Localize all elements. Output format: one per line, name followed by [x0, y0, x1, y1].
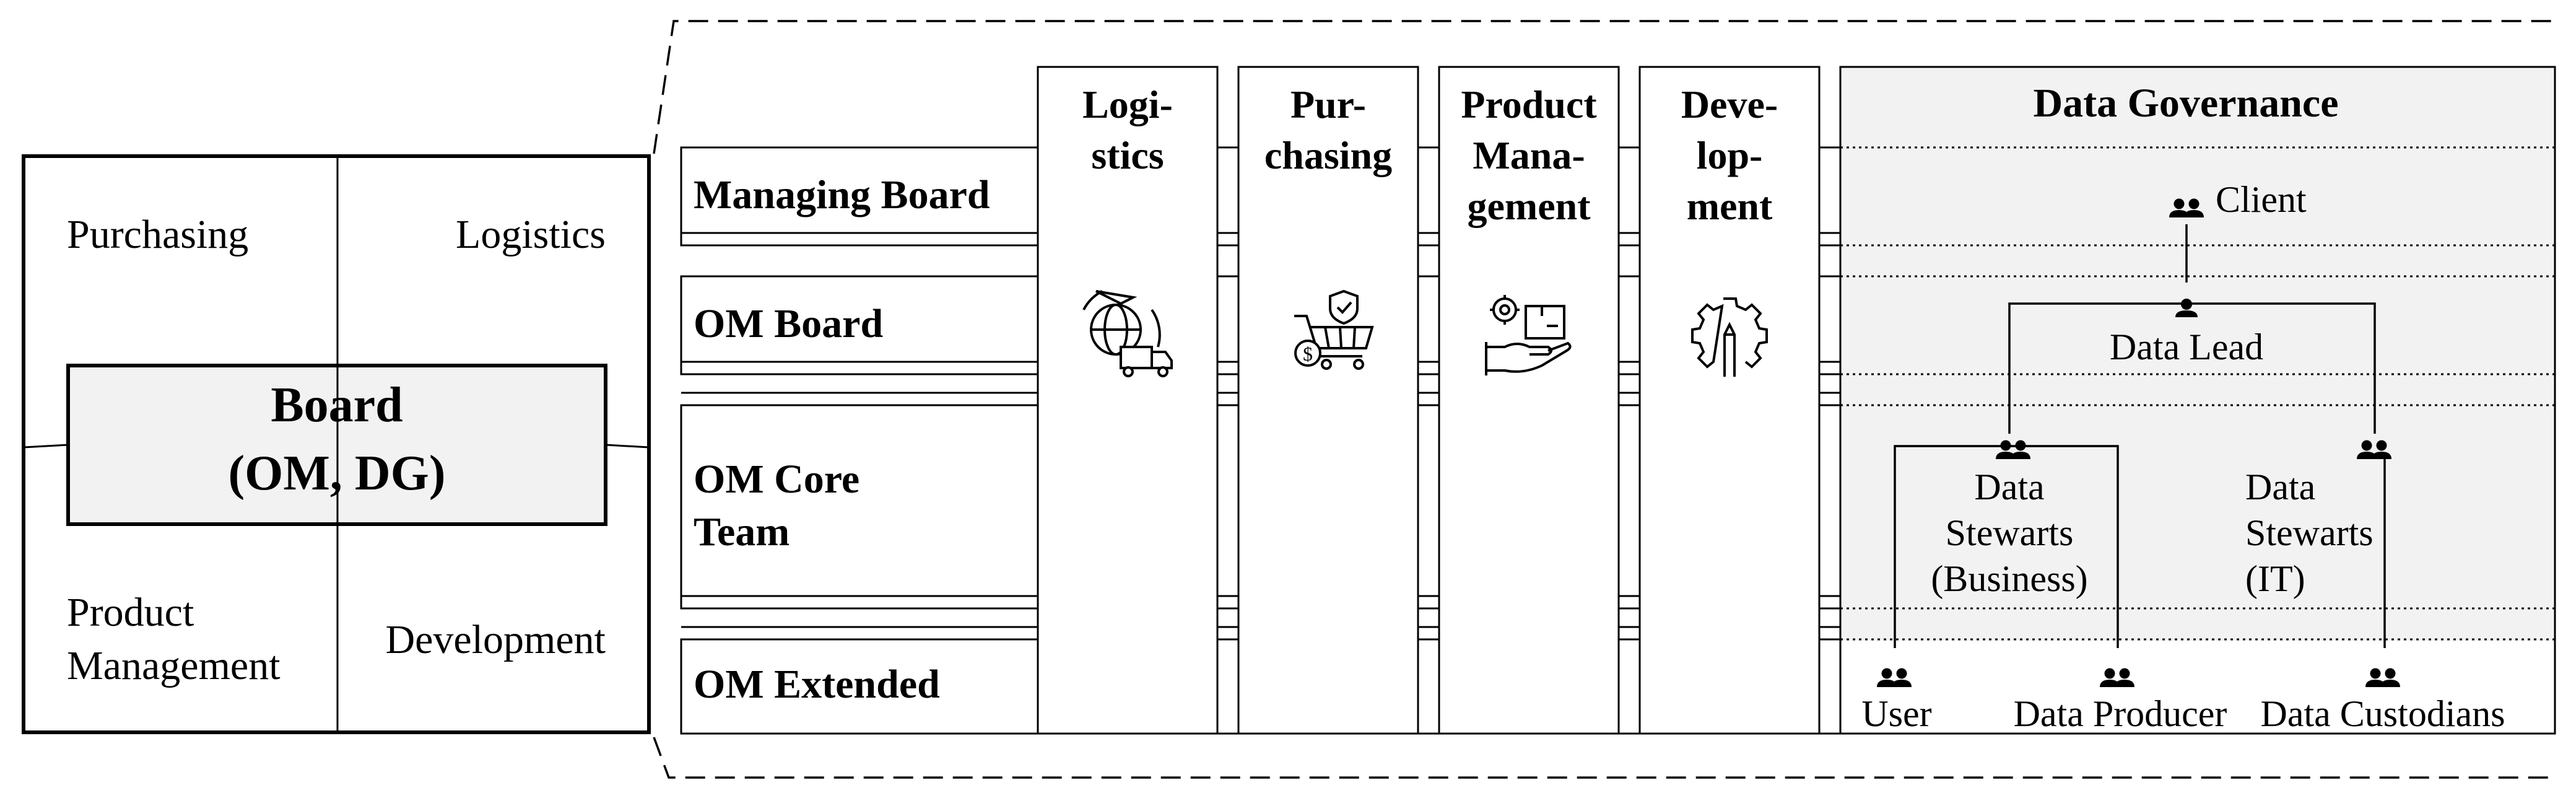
data-governance-panel: Data Governance [1839, 66, 2556, 735]
department-columns [1037, 66, 1821, 735]
role-stewards-business-3: (Business) [1931, 558, 2087, 599]
quadrant-development: Development [385, 617, 606, 662]
role-stewards-business-2: Stewarts [1946, 512, 2074, 553]
role-stewards-it-1: Data [2245, 467, 2315, 507]
row-label-managing-board: Managing Board [694, 172, 990, 217]
board-title: Board [271, 378, 402, 432]
organization-overview: Purchasing Logistics Product Management … [22, 154, 651, 734]
role-stewards-it-2: Stewarts [2245, 512, 2374, 553]
header-development-3: ment [1687, 184, 1773, 228]
row-label-om-board: OM Board [694, 301, 883, 346]
header-product-management-1: Product [1461, 82, 1597, 126]
quadrant-product-management-line1: Product [67, 590, 194, 635]
column-product-management [1438, 66, 1620, 735]
board-subtitle: (OM, DG) [228, 446, 445, 501]
hand-box-gear-icon [1485, 295, 1572, 375]
role-data-producer: Data Producer [2014, 693, 2227, 734]
data-governance-title: Data Governance [2033, 81, 2338, 126]
row-label-om-extended: OM Extended [694, 662, 940, 707]
role-data-lead: Data Lead [2110, 327, 2263, 367]
logistics-globe-truck-icon [1082, 290, 1173, 377]
header-purchasing-2: chasing [1264, 133, 1392, 177]
header-development-1: Deve- [1681, 82, 1778, 126]
quadrant-logistics: Logistics [456, 212, 606, 257]
header-logistics-1: Logi- [1082, 82, 1173, 126]
header-logistics-2: stics [1091, 133, 1164, 177]
column-logistics [1037, 66, 1219, 735]
shopping-cart-shield-icon: $ [1294, 289, 1374, 370]
column-development [1638, 66, 1821, 735]
role-data-custodians: Data Custodians [2261, 693, 2505, 734]
header-development-2: lop- [1697, 133, 1763, 177]
column-purchasing [1237, 66, 1419, 735]
column-headers: Logi- stics Pur- chasing Product Mana- g… [1082, 82, 1778, 228]
role-stewards-business-1: Data [1974, 467, 2044, 507]
role-user: User [1861, 693, 1931, 734]
quadrant-purchasing: Purchasing [67, 212, 248, 257]
gear-pencil-icon [1691, 297, 1768, 377]
header-product-management-3: gement [1467, 184, 1591, 228]
row-label-om-core-line2: Team [694, 509, 790, 555]
row-label-om-core-line1: OM Core [694, 457, 859, 502]
svg-text:$: $ [1303, 343, 1313, 365]
role-client: Client [2216, 179, 2307, 220]
header-product-management-2: Mana- [1473, 133, 1585, 177]
zoom-callout-outline [653, 20, 2556, 779]
role-stewards-it-3: (IT) [2245, 558, 2305, 599]
quadrant-product-management-line2: Management [67, 643, 281, 688]
header-purchasing-1: Pur- [1290, 82, 1366, 126]
